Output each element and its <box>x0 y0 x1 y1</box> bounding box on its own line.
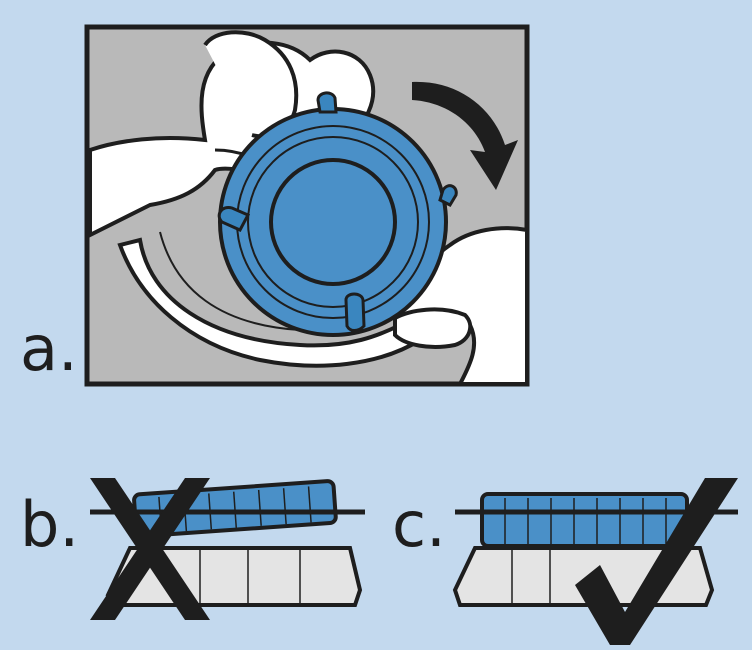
right-finger <box>393 307 473 349</box>
panel-a-label: a. <box>20 312 78 385</box>
cap-ring-2 <box>247 136 419 308</box>
cap-tab-bottom <box>344 292 366 332</box>
cap-c-level <box>480 492 689 548</box>
left-hand <box>88 40 376 239</box>
cap-tab-left <box>217 205 251 232</box>
panel-b-label: b. <box>20 488 80 561</box>
check-mark-icon <box>575 478 738 645</box>
cap-tab-right <box>438 184 458 207</box>
cross-mark-icon <box>90 478 210 620</box>
cap-center <box>269 158 397 286</box>
cap-tab-top <box>316 91 338 114</box>
panel-c-label: c. <box>392 488 446 561</box>
clockwise-arrow-icon <box>412 81 518 190</box>
